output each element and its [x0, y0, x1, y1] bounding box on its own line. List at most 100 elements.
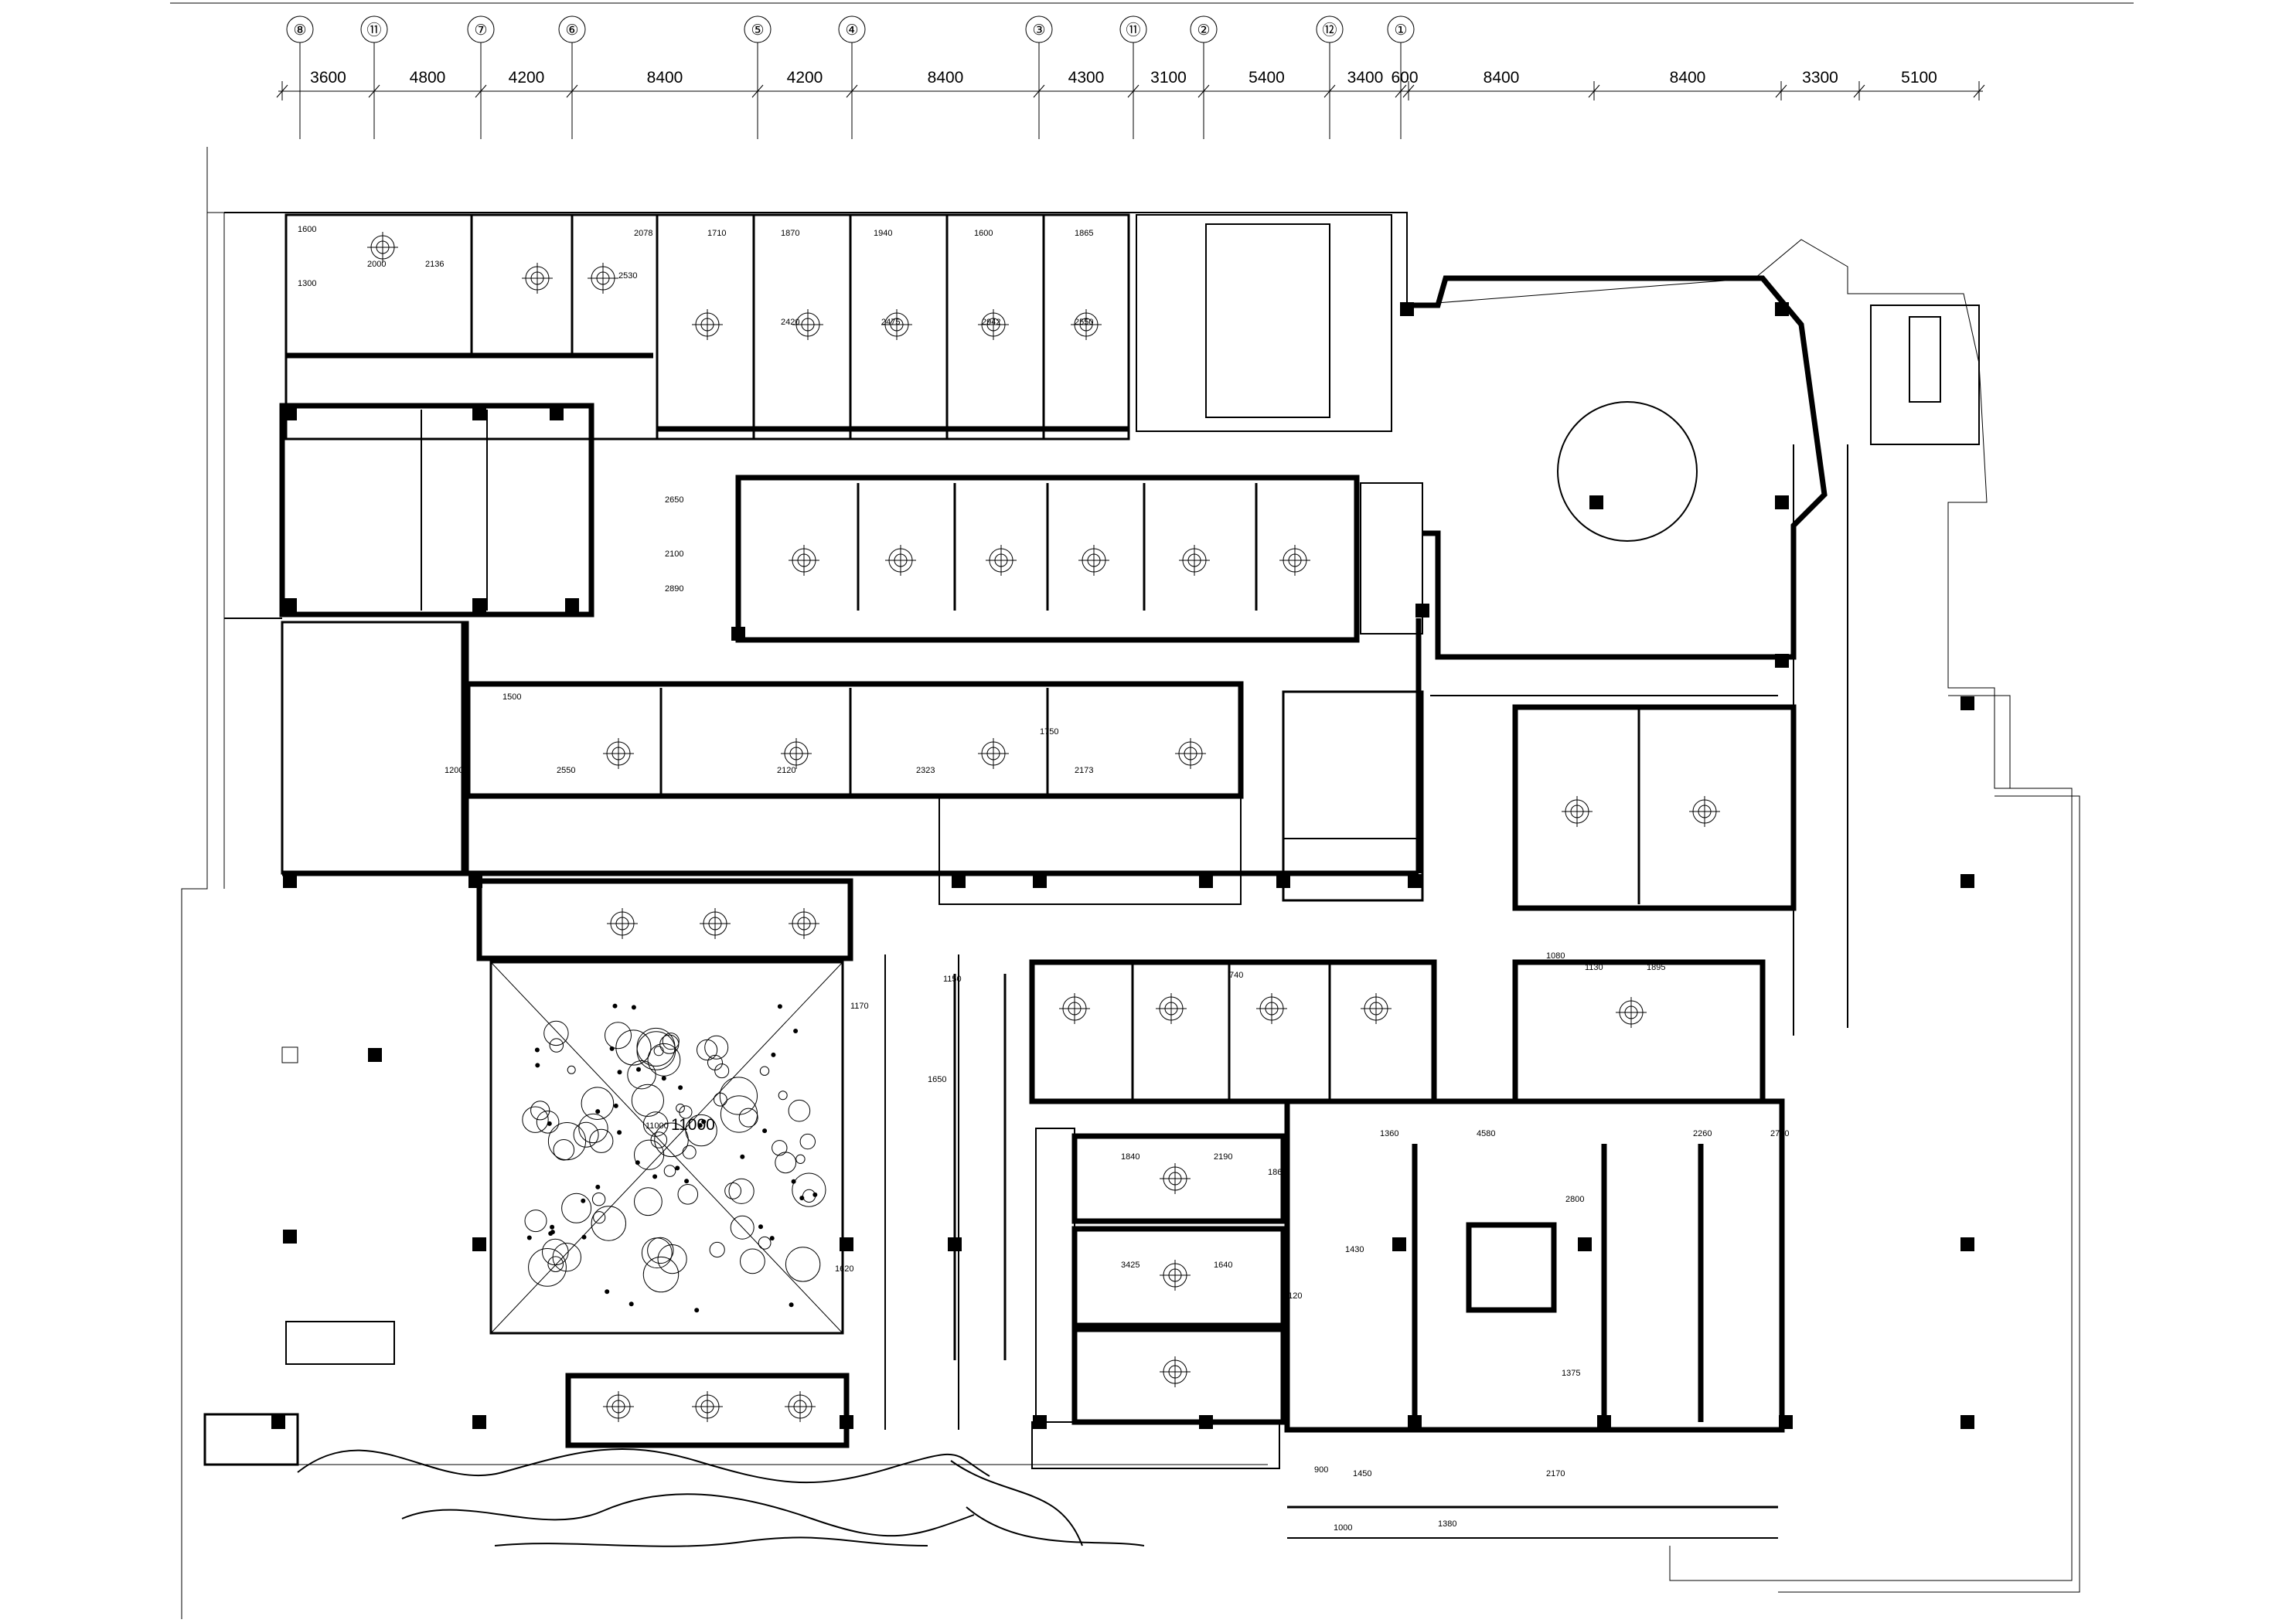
ceiling-circle	[720, 1095, 758, 1133]
ceiling-circle	[543, 1020, 569, 1046]
ceiling-dot	[609, 1046, 615, 1051]
ceiling-circle	[552, 1243, 581, 1272]
light-fixture-icon	[1179, 545, 1210, 576]
site-outline	[181, 147, 2080, 1619]
ceiling-dot	[612, 1003, 618, 1009]
dimension-value: 600	[1391, 69, 1418, 87]
grid-axis-label: ⑪	[366, 22, 381, 39]
structural-column	[1960, 1415, 1974, 1429]
structural-column	[948, 1237, 962, 1251]
structural-column	[1199, 874, 1213, 888]
ceiling-dot	[793, 1029, 799, 1033]
dimension-value: 3600	[310, 69, 346, 87]
structural-column	[565, 598, 579, 612]
grid-axis-3: ⑦	[467, 15, 495, 139]
ceiling-circle	[536, 1111, 560, 1134]
ceiling-circle	[591, 1206, 626, 1241]
ceiling-dot	[769, 1236, 775, 1241]
ceiling-dot	[652, 1174, 658, 1179]
ceiling-circle	[634, 1187, 663, 1216]
dimension-value: 3100	[1150, 69, 1187, 87]
room-dimension-label: 2530	[618, 271, 637, 281]
light-fixture-icon	[1078, 545, 1109, 576]
structural-column	[468, 874, 482, 888]
ceiling-circle	[785, 1247, 821, 1282]
room-dimension-label: 1375	[1562, 1369, 1580, 1378]
room-dimension-label: 2475	[881, 318, 900, 327]
structural-column	[1597, 1415, 1611, 1429]
grid-axis-label: ⑫	[1322, 22, 1337, 39]
dimension-value: 3400	[1347, 69, 1384, 87]
room-dimension-label: 2650	[665, 495, 683, 505]
room-dimension-label: 1170	[850, 1002, 869, 1011]
light-fixture-icon	[785, 1391, 816, 1422]
ceiling-dot	[684, 1179, 690, 1184]
landscape-curves	[297, 1448, 1145, 1547]
structural-column	[472, 407, 486, 420]
ceiling-circle	[682, 1145, 697, 1159]
room-dimension-label: 2890	[665, 584, 683, 594]
grid-axis-2: ⑪	[360, 15, 388, 139]
structural-column	[1033, 874, 1047, 888]
dimension-value: 3300	[1802, 69, 1838, 87]
room-dimension-label: 3425	[1121, 1261, 1139, 1270]
structural-column	[1960, 874, 1974, 888]
ceiling-circle	[759, 1066, 770, 1076]
dimension-value: 4200	[787, 69, 823, 87]
room-dimension-label: 4580	[1477, 1129, 1495, 1138]
room-dimension-label: 2550	[1075, 318, 1093, 327]
ceiling-dot	[526, 1235, 532, 1240]
ceiling-dot	[636, 1067, 641, 1072]
ceiling-circle	[709, 1241, 725, 1258]
ceiling-circle	[730, 1215, 755, 1240]
structural-column	[1408, 1415, 1422, 1429]
structural-column	[283, 874, 297, 888]
room-dimension-label: 1650	[928, 1075, 946, 1084]
structural-column	[368, 1048, 382, 1062]
light-fixture-icon	[367, 232, 398, 263]
ceiling-circle	[593, 1211, 606, 1224]
structural-column	[731, 627, 745, 641]
room-dimension-label: 2120	[1283, 1291, 1302, 1301]
ceiling-dot	[791, 1179, 796, 1184]
ceiling-circle	[642, 1256, 680, 1293]
ceiling-circle	[636, 1031, 676, 1070]
ceiling-dot	[534, 1047, 540, 1053]
light-fixture-icon	[1160, 1163, 1191, 1194]
structural-column	[472, 1415, 486, 1429]
ceiling-circle	[561, 1193, 592, 1223]
ceiling-circle	[663, 1165, 676, 1177]
grid-axis-label: ⑧	[293, 22, 306, 39]
grid-axis-1: ⑧	[286, 15, 314, 139]
ceiling-circle	[627, 1060, 656, 1090]
ceiling-dot	[631, 1005, 636, 1010]
walls	[203, 213, 1980, 1539]
room-dimension-label: 1940	[874, 229, 892, 238]
grid-axis-label: ①	[1394, 22, 1407, 39]
structural-column	[1960, 1237, 1974, 1251]
atrium-dimension-label: 11000	[671, 1116, 715, 1134]
structural-columns	[271, 302, 1974, 1429]
ceiling-circle	[676, 1104, 685, 1113]
dimension-value: 4300	[1068, 69, 1105, 87]
structural-column	[1392, 1237, 1406, 1251]
ceiling-circle	[788, 1099, 811, 1122]
ceiling-circle	[542, 1238, 569, 1266]
light-fixture-icon	[1616, 997, 1647, 1028]
room-dimension-label: 2100	[665, 550, 683, 559]
light-fixture-icon	[881, 309, 912, 340]
structural-column	[1775, 654, 1789, 668]
ceiling-circle	[641, 1237, 673, 1269]
room-dimension-label: 1450	[1353, 1469, 1371, 1478]
light-fixture-icon	[986, 545, 1017, 576]
room-dimension-label: 1380	[1438, 1519, 1456, 1529]
ceiling-dot	[678, 1085, 683, 1091]
light-fixture-icon	[1562, 796, 1593, 827]
ceiling-circle	[758, 1236, 772, 1250]
structural-column	[1400, 302, 1414, 316]
ceiling-circle	[547, 1256, 564, 1272]
light-fixture-icon	[978, 309, 1009, 340]
ceiling-dot	[694, 1308, 700, 1313]
